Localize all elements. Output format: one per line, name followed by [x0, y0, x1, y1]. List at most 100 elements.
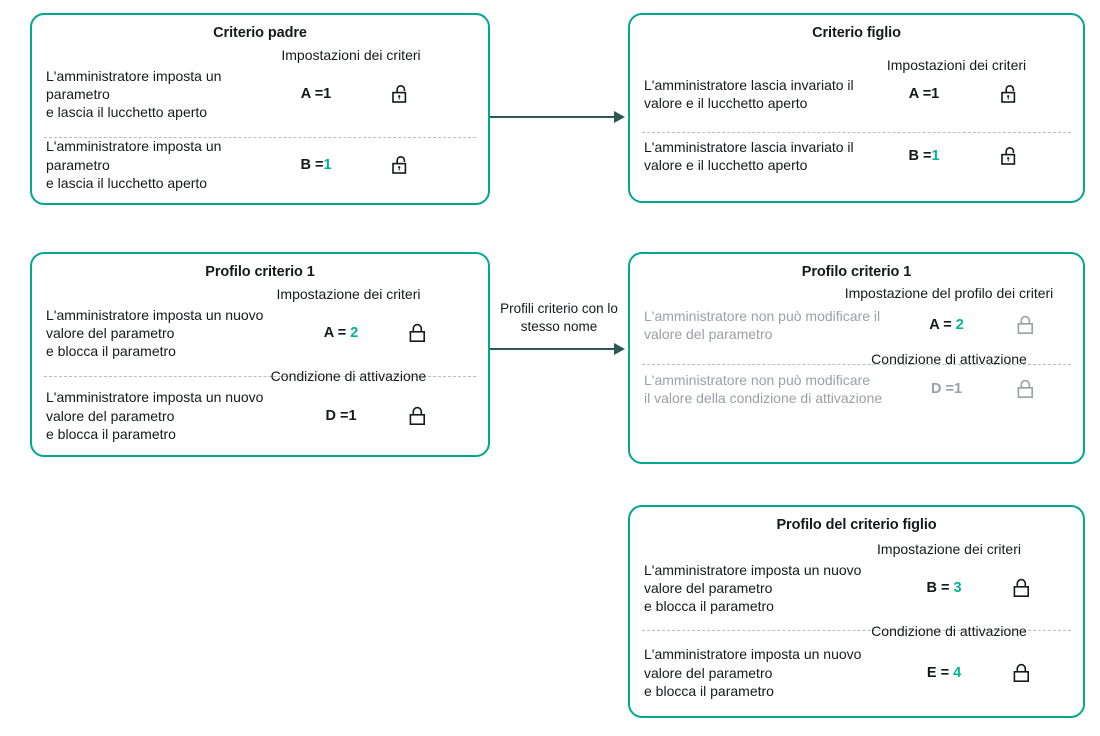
row-value-key: D [930, 381, 942, 398]
row-value: A = 2 [291, 325, 391, 341]
row-value-number: 2 [955, 317, 964, 334]
section-heading: Condizione di attivazione [871, 351, 1027, 368]
card-profilo-del-criterio-figlio: Profilo del criterio figlio Impostazione… [628, 505, 1085, 718]
row-value: A =1 [261, 86, 371, 102]
lock-open-icon [371, 82, 431, 106]
row-value-number: 1 [323, 156, 332, 173]
row-value-number: 2 [350, 325, 359, 342]
card-section: Impostazione del profilo dei criteri L'a… [630, 285, 1083, 343]
row-value-number: 1 [348, 407, 357, 424]
row-description: L'amministratore imposta un nuovo valore… [644, 561, 862, 615]
section-separator [642, 132, 1071, 133]
card-profilo-criterio-1: Profilo criterio 1 Impostazione dei crit… [30, 252, 490, 457]
card-title: Criterio figlio [812, 25, 901, 41]
section-row: L'amministratore imposta un nuovo valore… [644, 561, 1069, 616]
lock-closed-icon [999, 377, 1054, 401]
section-row: L'amministratore non può modificare il v… [644, 307, 1069, 343]
row-value-equals: = [945, 381, 954, 398]
section-separator [44, 137, 476, 138]
row-value-number: 1 [953, 381, 963, 398]
row-value-key: A [908, 86, 919, 103]
section-heading: Condizione di attivazione [270, 368, 427, 385]
arrow-top-line [490, 116, 616, 118]
card-title: Profilo criterio 1 [801, 264, 912, 280]
row-value-key: A [929, 317, 940, 334]
row-value-number: 1 [931, 86, 940, 103]
section-heading: Condizione di attivazione [871, 623, 1027, 640]
section-separator [642, 364, 1071, 365]
section-heading: Impostazione dei criteri [276, 286, 421, 302]
row-value-equals: = [314, 156, 324, 173]
lock-open-icon [979, 82, 1041, 106]
row-value: B =1 [869, 148, 979, 164]
row-description: L'amministratore imposta un nuovo valore… [46, 306, 264, 360]
row-value-equals: = [940, 580, 950, 597]
section-row: L'amministratore imposta un parametro e … [46, 67, 474, 122]
row-value-key: B [908, 148, 919, 165]
section-row: L'amministratore imposta un nuovo valore… [46, 306, 474, 361]
arrow-middle-head [614, 343, 625, 355]
card-criterio-figlio: Criterio figlio Impostazioni dei criteri… [628, 13, 1085, 203]
row-value: B =1 [261, 157, 371, 173]
row-description: L'amministratore lascia invariato il val… [644, 76, 854, 112]
row-value-key: B [300, 156, 311, 173]
row-description: L'amministratore imposta un nuovo valore… [46, 389, 264, 442]
row-value-equals: = [339, 407, 349, 424]
row-value-key: D [325, 407, 336, 424]
row-value-number: 3 [953, 580, 962, 597]
lock-open-icon [979, 144, 1041, 168]
section-row: L'amministratore non può modificare il v… [644, 371, 1069, 407]
row-value: E = 4 [894, 665, 994, 681]
row-value-equals: = [922, 148, 932, 165]
section-heading: Impostazioni dei criteri [886, 57, 1027, 73]
row-value: D =1 [291, 408, 391, 424]
section-row: L'amministratore imposta un parametro e … [46, 137, 474, 192]
section-separator [642, 630, 1071, 631]
lock-open-icon [371, 153, 431, 177]
section-heading: Impostazione del profilo dei criteri [844, 285, 1054, 301]
row-value: A = 2 [894, 317, 999, 333]
row-description: L'amministratore imposta un nuovo valore… [644, 646, 862, 699]
section-row: L'amministratore lascia invariato il val… [644, 76, 1069, 112]
arrow-middle-line [490, 348, 616, 350]
lock-closed-icon [994, 576, 1051, 600]
row-value-key: B [926, 580, 937, 597]
row-value: D =1 [894, 381, 999, 397]
section-heading: Impostazione dei criteri [877, 541, 1021, 557]
card-section: Condizione di attivazione L'amministrato… [630, 351, 1083, 407]
row-value-key: A [323, 325, 334, 342]
card-title: Criterio padre [213, 25, 307, 41]
row-value-number: 1 [931, 148, 940, 165]
section-row: L'amministratore imposta un nuovo valore… [46, 388, 474, 443]
arrow-middle-label: Profili criterio con lo stesso nome [500, 301, 618, 334]
lock-closed-icon [999, 313, 1054, 337]
row-value-equals: = [314, 86, 324, 103]
card-title: Profilo criterio 1 [205, 264, 315, 280]
card-section: L'amministratore imposta un parametro e … [32, 137, 488, 192]
section-separator [44, 376, 476, 377]
lock-closed-icon [391, 404, 446, 428]
section-heading: Impostazioni dei criteri [281, 47, 421, 63]
row-description: L'amministratore non può modificare il v… [644, 372, 883, 407]
row-value-number: 4 [953, 664, 962, 681]
row-value-key: E [926, 664, 937, 681]
row-value-equals: = [940, 664, 950, 681]
card-section: Condizione di attivazione L'amministrato… [630, 623, 1083, 699]
section-row: L'amministratore imposta un nuovo valore… [644, 645, 1069, 700]
row-value-key: A [300, 86, 311, 103]
row-value: A =1 [869, 86, 979, 102]
card-section: Impostazione dei criteri L'amministrator… [630, 541, 1083, 615]
row-description: L'amministratore imposta un parametro e … [46, 138, 222, 191]
card-section: Impostazione dei criteri L'amministrator… [32, 286, 488, 360]
row-value-equals: = [943, 317, 952, 334]
card-section: Impostazioni dei criteri L'amministrator… [32, 47, 488, 121]
row-description: L'amministratore non può modificare il v… [644, 307, 881, 343]
arrow-top-head [614, 111, 625, 123]
row-value-number: 1 [323, 86, 332, 103]
card-section: Condizione di attivazione L'amministrato… [32, 368, 488, 442]
row-value-equals: = [922, 86, 932, 103]
card-section: Impostazioni dei criteri L'amministrator… [630, 57, 1083, 112]
row-value-equals: = [337, 325, 347, 342]
lock-closed-icon [994, 661, 1051, 685]
